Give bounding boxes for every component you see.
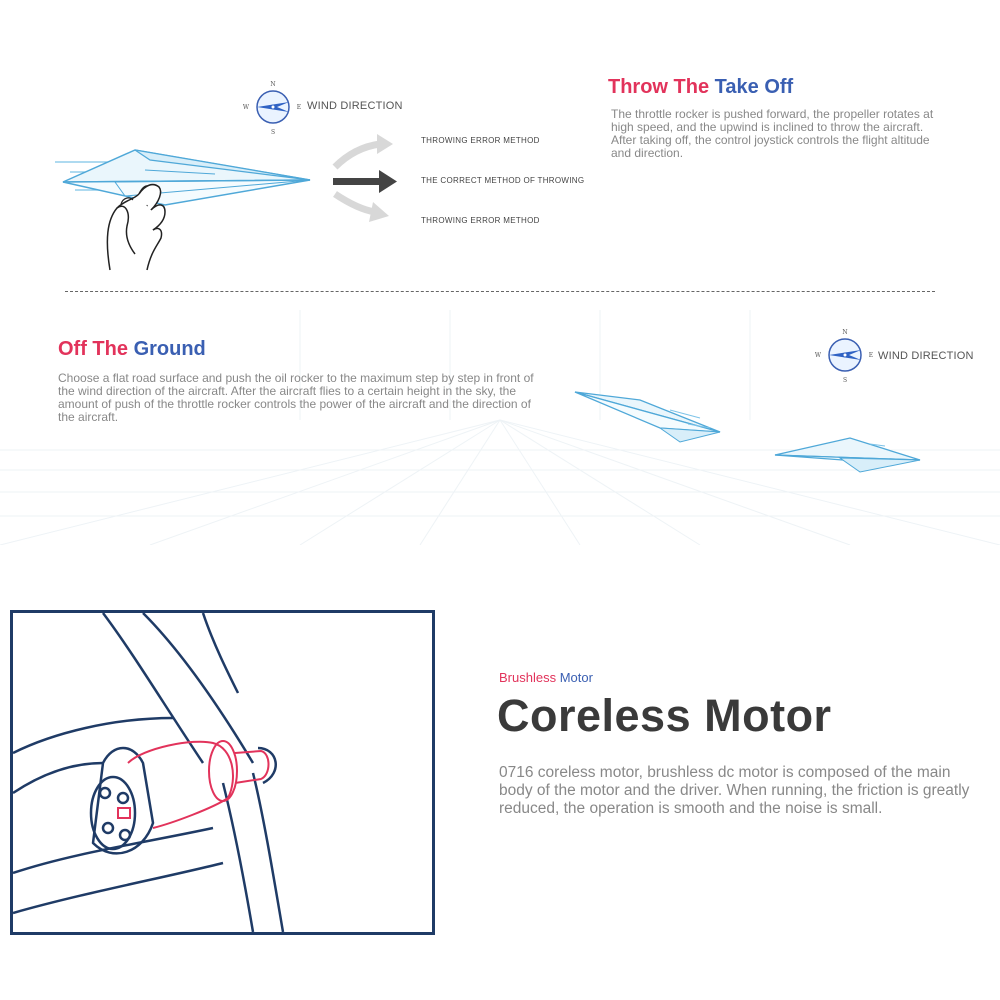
method-throwing-error-top: THROWING ERROR METHOD [421,136,540,145]
coreless-motor-description: 0716 coreless motor, brushless dc motor … [499,764,970,817]
method-throwing-error-bottom: THROWING ERROR METHOD [421,216,540,225]
compass-south-label: S [843,377,847,384]
compass-east-label: E [297,104,301,111]
brushless-label-part1: Brushless [499,670,557,685]
ground-title-part2: Ground [133,338,206,360]
compass-icon: N S W E [815,329,873,384]
method-correct-throwing: THE CORRECT METHOD OF THROWING [421,176,585,185]
compass-south-label: S [271,129,275,136]
brushless-motor-label: Brushless Motor [499,670,593,685]
compass-north-label: N [842,329,847,336]
motor-illustration [13,613,285,932]
ground-title-part1: Off The [58,338,128,360]
compass-east-label: E [869,352,873,359]
hand-throwing-plane-illustration [55,149,311,271]
throw-take-off-description: The throttle rocker is pushed forward, t… [611,107,934,160]
wind-direction-label: WIND DIRECTION [878,350,974,362]
brushless-label-part2: Motor [559,670,593,685]
motor-illustration-frame [10,610,435,935]
throw-title-part1: Throw The [608,76,710,98]
off-the-ground-description: Choose a flat road surface and push the … [58,371,534,424]
off-the-ground-title: Off The Ground [58,338,206,361]
compass-north-label: N [270,81,275,88]
throw-title-part2: Take Off [714,76,794,98]
perspective-grid-background [0,310,1000,545]
coreless-motor-title: Coreless Motor [497,690,832,741]
compass-icon: N S W E [243,81,301,136]
compass-west-label: W [815,352,822,359]
dashed-divider [65,291,935,292]
compass-west-label: W [243,104,250,111]
throwing-direction-arrows [332,134,397,222]
throw-take-off-title: Throw The Take Off [608,76,793,99]
flying-planes-illustration [574,391,921,473]
wind-direction-label: WIND DIRECTION [307,100,403,112]
